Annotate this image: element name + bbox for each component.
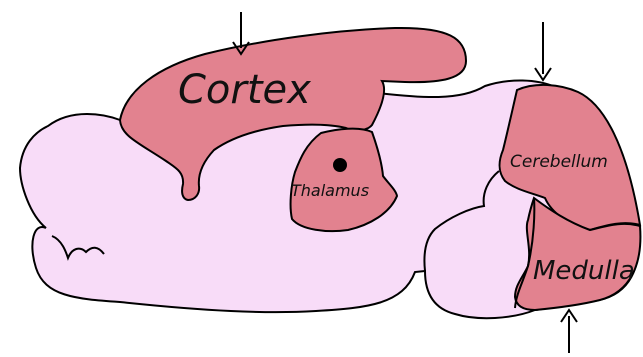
thalamus-label: Thalamus (291, 181, 369, 200)
arrow-cerebellum (535, 22, 551, 80)
thalamus-dot (333, 158, 347, 172)
arrow-medulla (561, 310, 577, 353)
medulla-label: Medulla (533, 256, 635, 286)
cortex-label: Cortex (178, 67, 311, 113)
cerebellum-label: Cerebellum (510, 152, 608, 172)
